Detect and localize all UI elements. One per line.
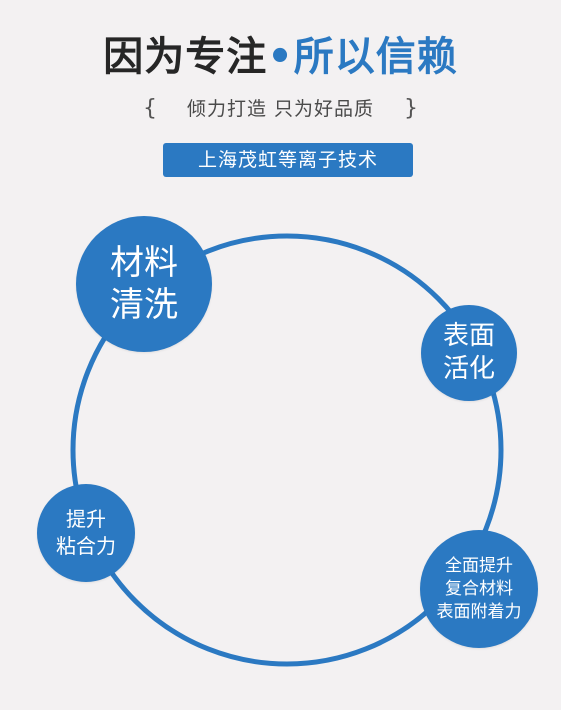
subtitle: { 倾力打造 只为好品质} xyxy=(0,94,561,124)
subtitle-close-bracket: } xyxy=(404,96,419,121)
title-part-1: 因为专注 xyxy=(103,34,268,80)
title-part-2: 所以信赖 xyxy=(293,34,458,80)
page-title: 因为专注•所以信赖 xyxy=(0,32,561,82)
node-surface-activation-line-1: 表面 xyxy=(442,321,495,351)
company-badge: 上海茂虹等离子技术 xyxy=(163,143,413,177)
node-composite: 全面提升 复合材料 表面附着力 xyxy=(420,530,538,648)
node-composite-line-3: 表面附着力 xyxy=(436,601,522,622)
subtitle-open-bracket: { xyxy=(142,96,157,121)
node-composite-line-2: 复合材料 xyxy=(445,578,513,599)
cycle-ring-circle xyxy=(70,233,504,667)
node-material-cleaning-line-2: 清洗 xyxy=(110,285,178,325)
node-composite-line-1: 全面提升 xyxy=(445,555,513,576)
node-surface-activation-line-2: 活化 xyxy=(442,354,495,384)
node-surface-activation: 表面 活化 xyxy=(421,305,517,401)
node-adhesion-line-1: 提升 xyxy=(66,507,106,531)
subtitle-text: 倾力打造 只为好品质 xyxy=(186,98,375,120)
node-adhesion: 提升 粘合力 xyxy=(37,484,135,582)
node-adhesion-line-2: 粘合力 xyxy=(56,534,116,558)
node-material-cleaning-line-1: 材料 xyxy=(110,243,178,283)
node-material-cleaning: 材料 清洗 xyxy=(76,216,212,352)
title-dot: • xyxy=(267,34,294,80)
